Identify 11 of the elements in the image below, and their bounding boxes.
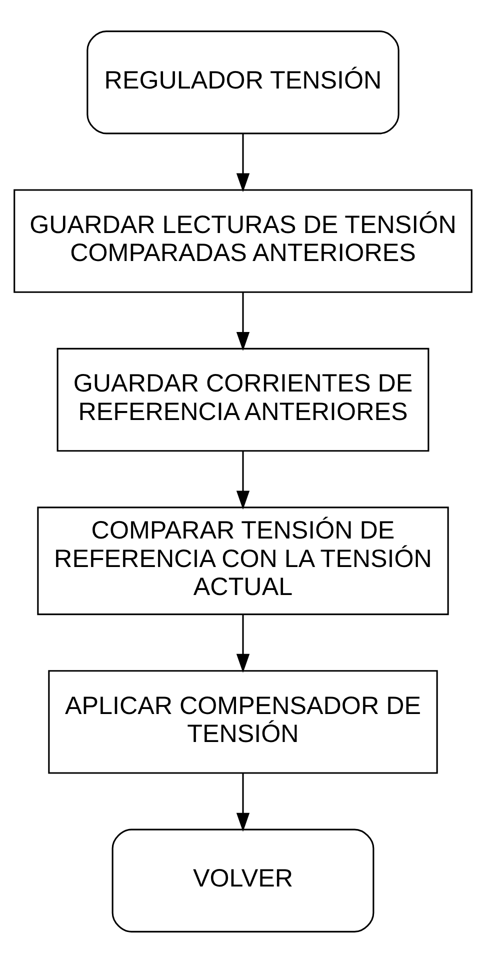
- node-box: GUARDAR CORRIENTES DE REFERENCIA ANTERIORES: [56, 347, 430, 452]
- arrow: [236, 292, 250, 350]
- node-box: APLICAR COMPENSADOR DE TENSIÓN: [48, 670, 438, 774]
- arrow: [236, 772, 250, 832]
- arrow: [236, 450, 250, 510]
- node-box: VOLVER: [112, 828, 374, 932]
- node-box: GUARDAR LECTURAS DE TENSIÓN COMPARADAS ANTERIORES: [14, 188, 472, 292]
- arrow: [236, 614, 250, 672]
- arrow: [236, 133, 250, 192]
- node-box: COMPARAR TENSIÓN DE REFERENCIA CON LA TENSIÓN ACTUAL: [37, 506, 449, 615]
- node-box: REGULADOR TENSIÓN: [86, 30, 400, 134]
